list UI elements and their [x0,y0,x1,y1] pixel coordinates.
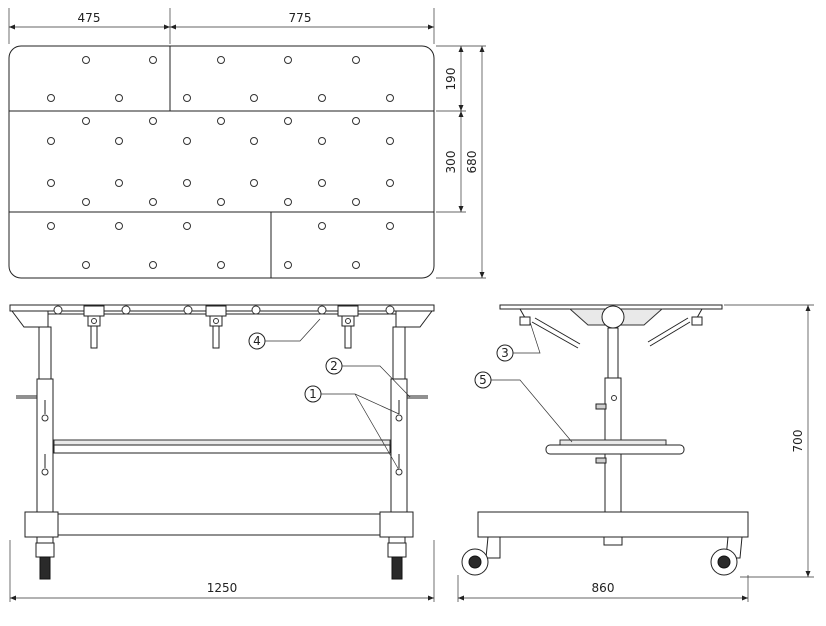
front-fittings [53,305,395,315]
tabletop-hole [47,222,55,230]
tabletop-hole [149,117,157,125]
callout-1: 1 [304,385,400,471]
tabletop-hole [183,94,191,102]
tabletop-hole [250,137,258,145]
side-base [477,511,749,538]
tabletop-hole [149,198,157,206]
tabletop-hole [82,261,90,269]
dim-700: 700 [791,430,805,453]
tabletop-hole [217,117,225,125]
front-view: 4 2 1 1250 [9,304,435,602]
tabletop-hole [47,94,55,102]
front-shelf-rail [53,444,391,454]
tabletop-hole [318,222,326,230]
tabletop-hole [47,179,55,187]
tabletop-hole [115,222,123,230]
svg-text:2: 2 [330,359,338,373]
front-base-block-left [24,511,59,538]
side-pivot [601,305,625,329]
front-top-brackets [11,310,433,328]
svg-text:3: 3 [501,346,509,360]
tabletop-hole [183,222,191,230]
side-caster-left [461,536,501,576]
tabletop-holes [47,56,394,269]
tabletop-hole [318,94,326,102]
tabletop-outline [8,45,435,279]
top-view [8,45,435,279]
tabletop-hole [318,179,326,187]
front-caster-right [387,536,407,580]
tabletop-hole [115,179,123,187]
tabletop-hole [115,94,123,102]
front-leg-right-lower [390,378,408,513]
tabletop-hole [250,179,258,187]
front-locking-pins [41,400,403,476]
front-base-beam [57,513,381,536]
side-shelf [559,439,667,446]
tabletop-hole [386,137,394,145]
tabletop-hole [284,56,292,64]
tabletop-hole [386,94,394,102]
tabletop-hole [82,198,90,206]
tabletop-hole [183,137,191,145]
side-caster-right [710,536,743,576]
callout-4: 4 [248,318,321,350]
tabletop-hole [284,198,292,206]
svg-text:5: 5 [479,373,487,387]
dim-300: 300 [444,151,458,174]
dim-1250: 1250 [207,581,238,595]
tabletop-hole [47,137,55,145]
dim-475: 475 [78,11,101,25]
tabletop-hole [352,198,360,206]
tabletop-hole [82,117,90,125]
top-view-dimensions: 475 775 190 300 680 [8,8,486,279]
tabletop-hole [217,56,225,64]
front-clamps [83,305,359,349]
side-shelf-tray [545,444,685,455]
svg-text:1: 1 [309,387,317,401]
tabletop-hole [250,94,258,102]
side-view: 3 5 860 700 [457,304,814,602]
dim-775: 775 [289,11,312,25]
tabletop-hole [149,56,157,64]
tabletop-hole [217,198,225,206]
tabletop-hole [284,261,292,269]
front-caster-left [35,536,55,580]
tabletop-hole [386,222,394,230]
side-column-upper [607,327,619,379]
svg-text:4: 4 [253,334,261,348]
dim-680: 680 [465,151,479,174]
tabletop-hole [149,261,157,269]
front-base-block-right [379,511,414,538]
tabletop-hole [386,179,394,187]
tabletop-hole [352,261,360,269]
dim-860: 860 [592,581,615,595]
callout-5: 5 [474,371,573,443]
side-arm-left [531,321,579,349]
dim-190: 190 [444,68,458,91]
tabletop-hole [318,137,326,145]
front-leg-left-lower [36,378,54,513]
tabletop-hole [352,117,360,125]
tabletop-hole [217,261,225,269]
front-leg-right-upper [392,326,406,380]
callout-2: 2 [325,357,411,398]
tabletop-hole [115,137,123,145]
front-shelf [53,439,391,446]
tabletop-hole [352,56,360,64]
side-arm-right [649,321,691,347]
tabletop-hole [284,117,292,125]
front-leg-left-upper [38,326,52,380]
tabletop-hole [183,179,191,187]
callout-3: 3 [496,321,541,362]
tabletop-hole [82,56,90,64]
